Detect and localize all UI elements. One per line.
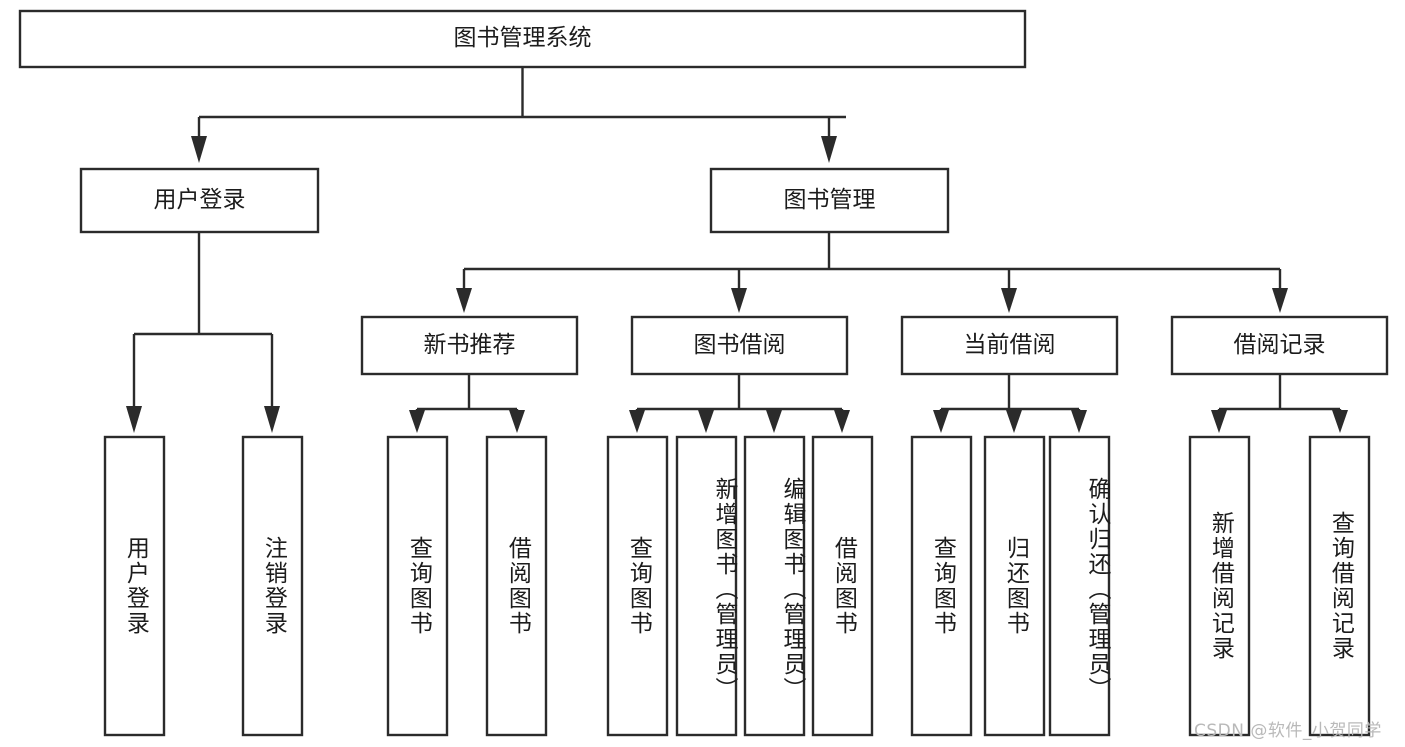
node-box-current-borrow[interactable]: [900, 315, 1119, 376]
arrow-head-to-leaf-borrow-book-rec: [509, 410, 525, 433]
node-box-book-manage[interactable]: [709, 167, 950, 234]
arrow-head-to-leaf-user-login: [126, 406, 142, 433]
node-box-leaf-query-book-borrow[interactable]: [606, 435, 669, 737]
connector-group-user-login: [126, 232, 280, 433]
watermark-text: CSDN @软件_小贺同学: [1194, 721, 1382, 741]
arrow-head-to-borrow-record: [1272, 288, 1288, 313]
node-box-root[interactable]: [18, 9, 1027, 69]
connector-group-book-manage: [456, 232, 1288, 313]
arrow-head-to-leaf-add-book-admin: [698, 410, 714, 433]
node-box-leaf-borrow-book[interactable]: [811, 435, 874, 737]
node-box-leaf-user-login[interactable]: [103, 435, 166, 737]
node-box-user-login[interactable]: [79, 167, 320, 234]
arrow-head-to-leaf-user-logout: [264, 406, 280, 433]
node-box-leaf-user-logout[interactable]: [241, 435, 304, 737]
arrow-head-to-leaf-query-borrow-record: [1332, 410, 1348, 433]
arrow-head-to-current-borrow: [1001, 288, 1017, 313]
connector-group-book-borrow: [629, 374, 850, 433]
arrow-head-to-leaf-query-book-rec: [409, 410, 425, 433]
connector-group-borrow-record: [1211, 374, 1348, 433]
node-box-book-borrow[interactable]: [630, 315, 849, 376]
arrow-head-to-new-book-recommend: [456, 288, 472, 313]
node-box-leaf-add-book-admin[interactable]: [675, 435, 738, 737]
connector-group-root: [191, 67, 846, 163]
arrow-head-to-leaf-return-book: [1006, 410, 1022, 433]
node-box-borrow-record[interactable]: [1170, 315, 1389, 376]
node-box-leaf-query-book-rec[interactable]: [386, 435, 449, 737]
arrow-head-to-leaf-query-book-cur: [933, 410, 949, 433]
arrow-head-to-leaf-borrow-book: [834, 410, 850, 433]
arrow-head-to-leaf-add-borrow-record: [1211, 410, 1227, 433]
arrow-head-to-leaf-confirm-return-admin: [1071, 410, 1087, 433]
arrow-head-to-leaf-edit-book-admin: [766, 410, 782, 433]
node-box-new-book-recommend[interactable]: [360, 315, 579, 376]
arrow-head-to-book-manage: [821, 136, 837, 163]
arrow-head-to-leaf-query-book-borrow: [629, 410, 645, 433]
connector-group-new-book-recommend: [409, 374, 525, 433]
node-box-leaf-query-borrow-record[interactable]: [1308, 435, 1371, 737]
node-box-leaf-return-book[interactable]: [983, 435, 1046, 737]
connector-group-current-borrow: [933, 374, 1087, 433]
arrow-head-to-book-borrow: [731, 288, 747, 313]
arrow-head-to-user-login: [191, 136, 207, 163]
node-box-leaf-edit-book-admin[interactable]: [743, 435, 806, 737]
node-box-leaf-query-book-cur[interactable]: [910, 435, 973, 737]
node-box-leaf-confirm-return-admin[interactable]: [1048, 435, 1111, 737]
node-box-leaf-add-borrow-record[interactable]: [1188, 435, 1251, 737]
node-box-leaf-borrow-book-rec[interactable]: [485, 435, 548, 737]
